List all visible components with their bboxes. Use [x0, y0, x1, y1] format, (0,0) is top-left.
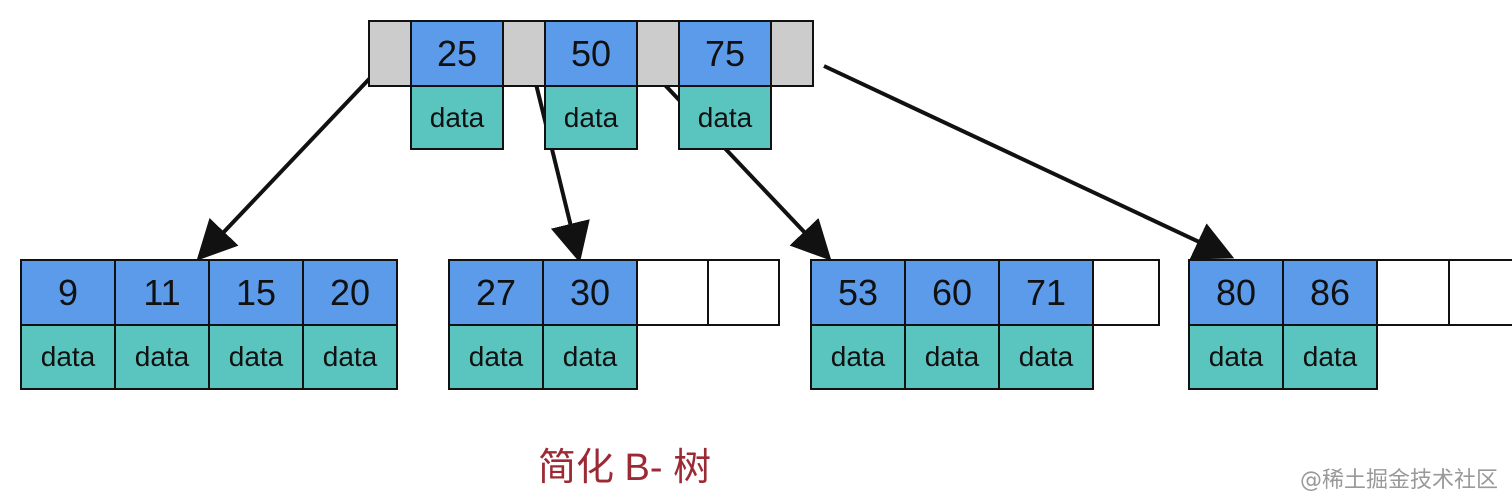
- diagram-caption: 简化 B- 树: [538, 447, 712, 489]
- leaf-empty-slot: [1092, 259, 1160, 326]
- leaf-key: 53: [810, 259, 906, 326]
- root-pointer-slot: [368, 20, 412, 87]
- root-pointer-slot: [502, 20, 546, 87]
- leaf-data-cell: data: [302, 324, 398, 390]
- leaf-data-cell: data: [810, 324, 906, 390]
- leaf-data-cell: data: [1188, 324, 1284, 390]
- leaf-key: 15: [208, 259, 304, 326]
- leaf-data-cell: data: [904, 324, 1000, 390]
- root-key: 75: [678, 20, 772, 87]
- child-pointer-arrow: [196, 74, 374, 261]
- leaf-key: 30: [542, 259, 638, 326]
- watermark: @稀土掘金技术社区: [1299, 468, 1498, 493]
- leaf-key: 60: [904, 259, 1000, 326]
- leaf-data-cell: data: [542, 324, 638, 390]
- leaf-key: 71: [998, 259, 1094, 326]
- leaf-empty-slot: [1448, 259, 1512, 326]
- leaf-empty-slot: [1376, 259, 1450, 326]
- leaf-empty-slot: [707, 259, 780, 326]
- leaf-data-cell: data: [1282, 324, 1378, 390]
- root-pointer-slot: [636, 20, 680, 87]
- root-data-cell: data: [678, 85, 772, 150]
- leaf-key: 80: [1188, 259, 1284, 326]
- leaf-data-cell: data: [20, 324, 116, 390]
- leaf-data-cell: data: [208, 324, 304, 390]
- leaf-empty-slot: [636, 259, 709, 326]
- root-key: 25: [410, 20, 504, 87]
- leaf-key: 27: [448, 259, 544, 326]
- root-key: 50: [544, 20, 638, 87]
- leaf-key: 20: [302, 259, 398, 326]
- leaf-data-cell: data: [998, 324, 1094, 390]
- root-data-cell: data: [544, 85, 638, 150]
- root-pointer-slot: [770, 20, 814, 87]
- root-data-cell: data: [410, 85, 504, 150]
- leaf-key: 86: [1282, 259, 1378, 326]
- leaf-data-cell: data: [114, 324, 210, 390]
- leaf-data-cell: data: [448, 324, 544, 390]
- leaf-key: 9: [20, 259, 116, 326]
- child-pointer-arrow: [823, 64, 1235, 260]
- leaf-key: 11: [114, 259, 210, 326]
